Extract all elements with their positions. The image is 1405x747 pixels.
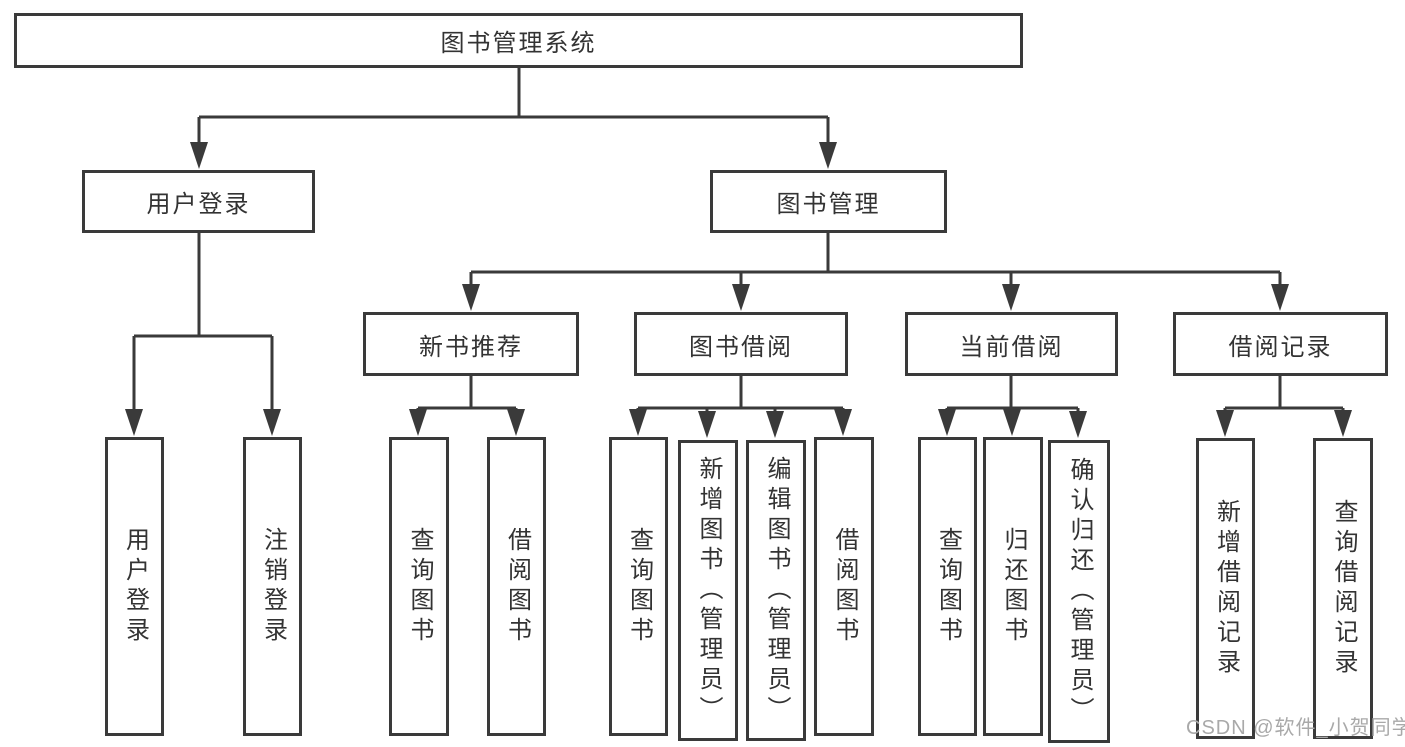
node-label: 查询图书 — [934, 526, 962, 647]
node-label: 查询借阅记录 — [1330, 498, 1357, 679]
node-borrowing-records: 借阅记录 — [1173, 312, 1388, 376]
node-label: 确认归还（管理员） — [1066, 456, 1093, 727]
node-label: 查询图书 — [406, 526, 433, 647]
node-user-login: 用户登录 — [82, 170, 315, 233]
node-label: 用户登录 — [146, 191, 251, 218]
node-current-borrowing: 当前借阅 — [905, 312, 1118, 376]
leaf-edit-books-admin: 编辑图书（管理员） — [746, 440, 806, 741]
node-book-management: 图书管理 — [710, 170, 947, 233]
node-label: 新书推荐 — [419, 333, 523, 361]
node-label: 用户登录 — [121, 526, 149, 647]
node-label: 图书借阅 — [689, 333, 793, 361]
node-label: 查询图书 — [625, 526, 653, 647]
node-label: 借阅图书 — [831, 526, 858, 647]
node-label: 归还图书 — [1000, 526, 1027, 647]
node-label: 编辑图书（管理员） — [763, 455, 790, 726]
leaf-logout: 注销登录 — [243, 437, 302, 736]
node-label: 新增图书（管理员） — [695, 455, 722, 726]
leaf-query-books-current: 查询图书 — [918, 437, 977, 736]
leaf-user-login: 用户登录 — [105, 437, 164, 736]
node-label: 图书管理系统 — [440, 30, 597, 57]
node-label: 新增借阅记录 — [1212, 498, 1240, 679]
leaf-add-books-admin: 新增图书（管理员） — [678, 440, 738, 741]
leaf-query-borrow-record: 查询借阅记录 — [1313, 438, 1373, 739]
node-label: 图书管理 — [776, 191, 881, 218]
leaf-return-books: 归还图书 — [983, 437, 1043, 736]
csdn-watermark: CSDN @软件_小贺同学 — [1186, 717, 1405, 739]
node-library-management-system: 图书管理系统 — [14, 13, 1023, 68]
node-label: 注销登录 — [259, 526, 287, 647]
node-label: 当前借阅 — [959, 333, 1064, 361]
node-new-book-recommendation: 新书推荐 — [363, 312, 579, 376]
node-book-borrowing: 图书借阅 — [634, 312, 848, 376]
leaf-borrow-books-recommend: 借阅图书 — [487, 437, 546, 736]
node-label: 借阅图书 — [503, 526, 531, 647]
leaf-confirm-return-admin: 确认归还（管理员） — [1048, 440, 1110, 743]
leaf-query-books-recommend: 查询图书 — [389, 437, 449, 736]
leaf-borrow-books-borrowing: 借阅图书 — [814, 437, 874, 736]
node-label: 借阅记录 — [1228, 333, 1333, 361]
leaf-query-books-borrowing: 查询图书 — [609, 437, 668, 736]
leaf-add-borrow-record: 新增借阅记录 — [1196, 438, 1255, 739]
